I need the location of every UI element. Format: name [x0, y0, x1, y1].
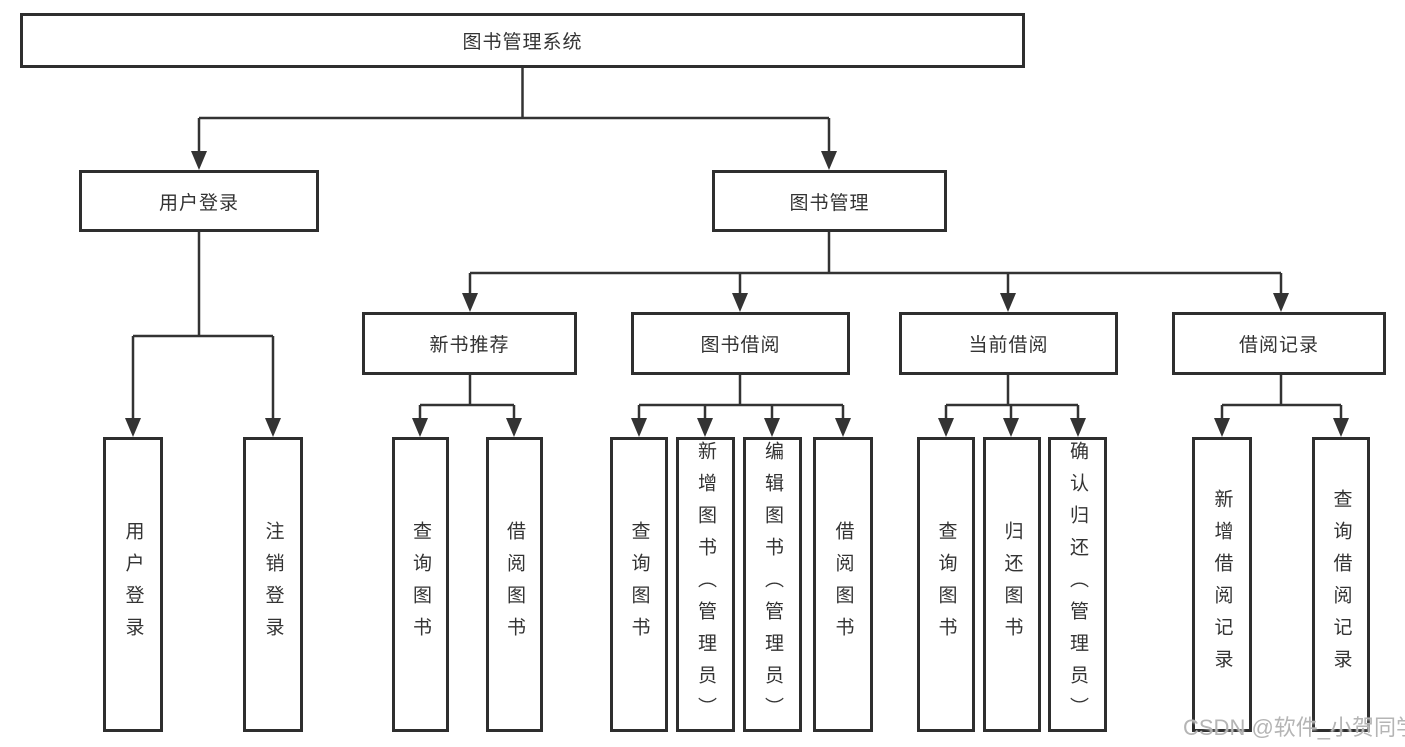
- leaf-current-confirm-return: 确认归还（管理员）: [1048, 437, 1107, 732]
- leaf-borrow-borrow-book-label: 借阅图书: [832, 520, 854, 649]
- leaf-newbook-query-label: 查询图书: [410, 520, 431, 649]
- leaf-borrow-add-book: 新增图书（管理员）: [676, 437, 735, 732]
- leaf-record-add-label: 新增借阅记录: [1211, 488, 1233, 681]
- leaf-borrow-edit-book-label: 编辑图书（管理员）: [762, 440, 783, 729]
- node-book-management: 图书管理: [712, 170, 947, 232]
- node-borrowing-records: 借阅记录: [1172, 312, 1386, 375]
- node-root-label: 图书管理系统: [462, 32, 583, 53]
- leaf-record-query: 查询借阅记录: [1312, 437, 1370, 732]
- leaf-user-login-label: 用户登录: [122, 520, 144, 649]
- leaf-borrow-add-book-label: 新增图书（管理员）: [695, 440, 716, 729]
- node-new-book-recommend: 新书推荐: [362, 312, 577, 375]
- leaf-borrow-borrow-book: 借阅图书: [813, 437, 873, 732]
- csdn-watermark: CSDN @软件_小贺同学: [1183, 715, 1405, 740]
- node-book-management-label: 图书管理: [789, 192, 870, 214]
- node-user-login-branch: 用户登录: [79, 170, 319, 232]
- leaf-borrow-query: 查询图书: [610, 437, 668, 732]
- node-root: 图书管理系统: [20, 13, 1025, 68]
- leaf-current-confirm-return-label: 确认归还（管理员）: [1067, 440, 1088, 729]
- leaf-current-query-label: 查询图书: [935, 520, 957, 649]
- node-book-borrowing-label: 图书借阅: [700, 335, 781, 356]
- node-user-login-branch-label: 用户登录: [158, 192, 239, 214]
- node-new-book-recommend-label: 新书推荐: [429, 335, 510, 356]
- leaf-newbook-borrow: 借阅图书: [486, 437, 543, 732]
- leaf-newbook-borrow-label: 借阅图书: [504, 520, 525, 649]
- leaf-current-query: 查询图书: [917, 437, 975, 732]
- node-current-borrowing-label: 当前借阅: [968, 335, 1049, 356]
- node-borrowing-records-label: 借阅记录: [1238, 335, 1319, 356]
- node-current-borrowing: 当前借阅: [899, 312, 1118, 375]
- arrowheads: [125, 151, 1349, 437]
- leaf-record-add: 新增借阅记录: [1192, 437, 1252, 732]
- leaf-current-return: 归还图书: [983, 437, 1041, 732]
- leaf-logout: 注销登录: [243, 437, 303, 732]
- leaf-user-login: 用户登录: [103, 437, 163, 732]
- leaf-current-return-label: 归还图书: [1001, 520, 1023, 649]
- node-book-borrowing: 图书借阅: [631, 312, 850, 375]
- leaf-record-query-label: 查询借阅记录: [1330, 488, 1352, 681]
- leaf-borrow-query-label: 查询图书: [628, 520, 650, 649]
- leaf-logout-label: 注销登录: [262, 520, 284, 649]
- leaf-borrow-edit-book: 编辑图书（管理员）: [743, 437, 802, 732]
- leaf-newbook-query: 查询图书: [392, 437, 449, 732]
